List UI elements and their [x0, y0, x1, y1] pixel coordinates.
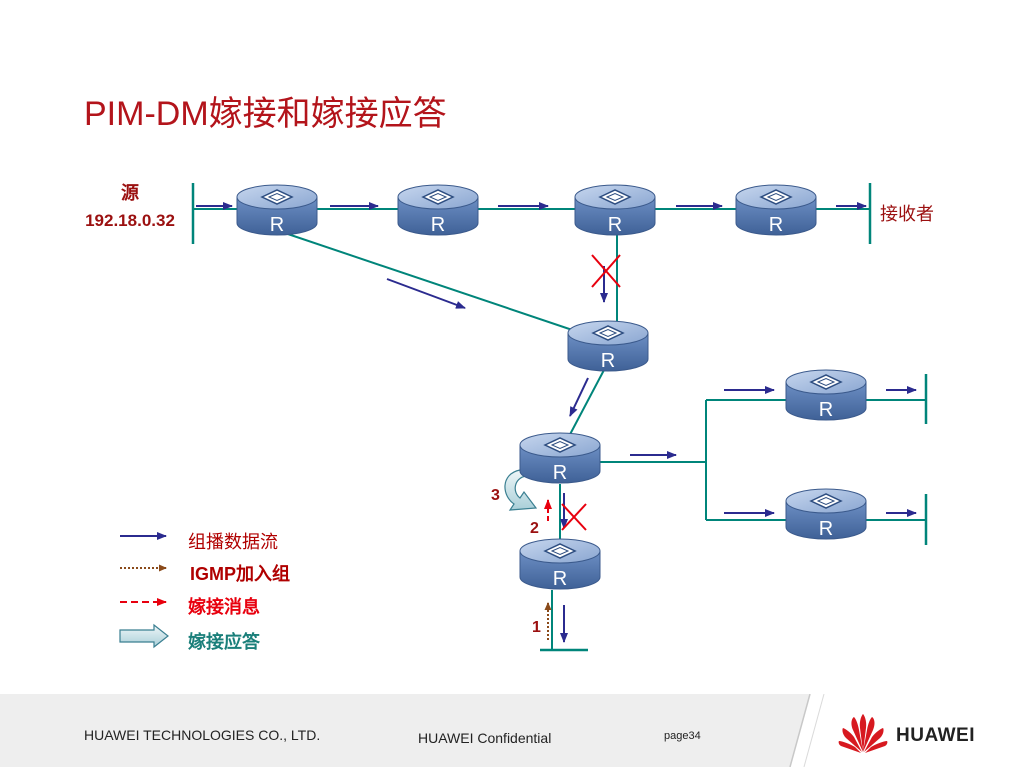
- data-arrow: [386, 278, 466, 309]
- source-ip: 192.18.0.32: [85, 211, 175, 230]
- legend-igmp-label: IGMP加入组: [190, 563, 290, 584]
- brand-wordmark: HUAWEI: [896, 725, 975, 746]
- legend-graft-ack-label: 嫁接应答: [188, 631, 261, 652]
- data-arrow: [569, 377, 589, 417]
- step-number-2: 2: [530, 520, 539, 537]
- footer-page-number: page34: [664, 730, 701, 742]
- legend: 组播数据流 IGMP加入组 嫁接消息 嫁接应答: [119, 532, 290, 652]
- router-icon: R: [574, 184, 656, 236]
- huawei-logo-icon: [838, 714, 888, 753]
- graft-ack-arrow: [504, 469, 538, 511]
- router-label: R: [553, 568, 567, 590]
- footer-company: HUAWEI TECHNOLOGIES CO., LTD.: [84, 727, 321, 743]
- router-label: R: [819, 518, 833, 540]
- link: [565, 369, 605, 443]
- footer-decor: [789, 694, 1023, 767]
- router-icon: R: [735, 184, 817, 236]
- router-icon: R: [519, 538, 601, 590]
- step-number-3: 3: [491, 487, 500, 504]
- legend-data-flow-label: 组播数据流: [188, 532, 278, 552]
- router-icon: R: [785, 369, 867, 421]
- routers: R R R R R R R R R: [236, 184, 867, 590]
- router-label: R: [431, 214, 445, 236]
- prune-cross-mark: [561, 503, 587, 531]
- multicast-data-arrows: [196, 202, 917, 643]
- footer: HUAWEI TECHNOLOGIES CO., LTD. HUAWEI Con…: [0, 694, 1023, 767]
- receiver-label: 接收者: [880, 204, 934, 224]
- legend-graft-ack-symbol: [119, 623, 169, 649]
- router-label: R: [819, 399, 833, 421]
- router-label: R: [769, 214, 783, 236]
- step-number-1: 1: [532, 619, 541, 636]
- router-label: R: [270, 214, 284, 236]
- prune-cross-mark: [591, 254, 621, 288]
- router-label: R: [608, 214, 622, 236]
- slide-title: PIM-DM嫁接和嫁接应答: [84, 95, 447, 133]
- router-icon: R: [567, 320, 649, 372]
- network-diagram: R R R R R R R R R 源 192.18.0.32 接收者 3 2 1 组播数据流 …: [85, 182, 934, 652]
- router-icon: R: [397, 184, 479, 236]
- router-icon: R: [785, 488, 867, 540]
- router-label: R: [601, 350, 615, 372]
- source-label: 源: [121, 182, 139, 203]
- router-icon: R: [236, 184, 318, 236]
- footer-confidential: HUAWEI Confidential: [418, 730, 552, 746]
- legend-graft-label: 嫁接消息: [188, 596, 260, 617]
- link: [269, 227, 609, 343]
- router-icon: R: [519, 432, 601, 484]
- router-label: R: [553, 462, 567, 484]
- lan-segments: [191, 183, 928, 652]
